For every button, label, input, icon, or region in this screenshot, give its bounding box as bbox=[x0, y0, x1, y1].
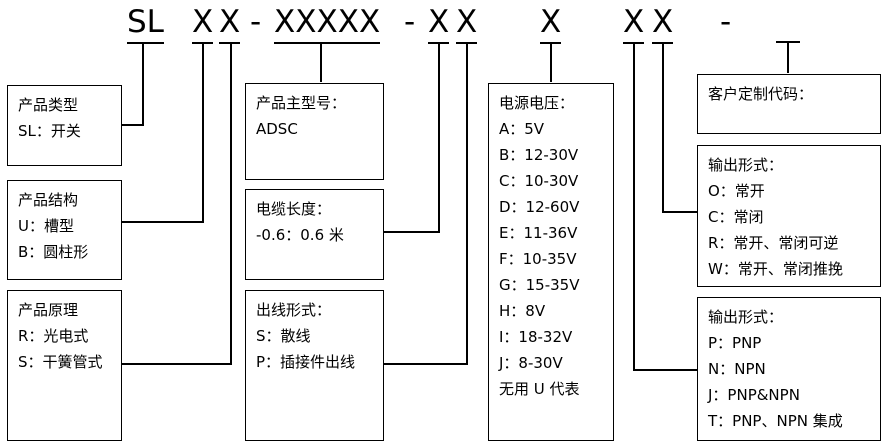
power-voltage-line-3: C：10-30V bbox=[499, 172, 579, 190]
wiring-line-2: P：插接件出线 bbox=[256, 353, 356, 371]
power-voltage-line-8: H：8V bbox=[499, 302, 546, 320]
code-sl: SL bbox=[127, 2, 164, 44]
output-form-1-line-4: W：常开、常闭推挽 bbox=[708, 260, 843, 278]
product-structure-line-1: U：槽型 bbox=[18, 217, 74, 235]
connector-product-structure bbox=[121, 43, 204, 223]
box-output-form-1: 输出形式： O：常开 C：常闭 R：常开、常闭可逆 W：常开、常闭推挽 bbox=[697, 145, 881, 287]
power-voltage-line-5: E：11-36V bbox=[499, 224, 578, 242]
connector-product-type bbox=[121, 43, 144, 126]
power-voltage-line-10: J：8-30V bbox=[499, 354, 563, 372]
product-type-title: 产品类型 bbox=[18, 96, 79, 114]
connector-output-form-1 bbox=[662, 43, 697, 213]
main-model-title: 产品主型号： bbox=[256, 94, 347, 112]
code-dash-2: - bbox=[404, 4, 416, 40]
cable-length-title: 电缆长度： bbox=[256, 200, 332, 218]
code-x-principle: X bbox=[219, 2, 241, 44]
output-form-2-line-4: T：PNP、NPN 集成 bbox=[708, 412, 843, 430]
power-voltage-line-2: B：12-30V bbox=[499, 146, 579, 164]
connector-output-form-2 bbox=[633, 43, 697, 371]
power-voltage-title: 电源电压： bbox=[499, 94, 575, 112]
box-power-voltage: 电源电压： A：5V B：12-30V C：10-30V D：12-60V E：… bbox=[488, 83, 614, 441]
custom-code-title: 客户定制代码： bbox=[708, 85, 814, 103]
power-voltage-line-1: A：5V bbox=[499, 120, 545, 138]
box-product-structure: 产品结构 U：槽型 B：圆柱形 bbox=[7, 180, 122, 280]
box-main-model: 产品主型号： ADSC bbox=[245, 83, 384, 180]
product-principle-title: 产品原理 bbox=[18, 301, 79, 319]
output-form-2-line-3: J：PNP&NPN bbox=[708, 386, 800, 404]
main-model-line-1: ADSC bbox=[256, 120, 298, 138]
product-structure-title: 产品结构 bbox=[18, 191, 79, 209]
power-voltage-line-9: I：18-32V bbox=[499, 328, 573, 346]
power-voltage-line-6: F：10-35V bbox=[499, 250, 577, 268]
power-voltage-line-4: D：12-60V bbox=[499, 198, 580, 216]
code-dash-3: - bbox=[720, 4, 732, 40]
box-wiring: 出线形式： S：散线 P：插接件出线 bbox=[245, 290, 384, 441]
output-form-2-line-1: P：PNP bbox=[708, 334, 762, 352]
product-principle-line-1: R：光电式 bbox=[18, 327, 89, 345]
box-cable-length: 电缆长度： -0.6：0.6 米 bbox=[245, 189, 384, 280]
product-structure-line-2: B：圆柱形 bbox=[18, 243, 89, 261]
power-voltage-line-11: 无用 U 代表 bbox=[499, 380, 580, 398]
box-custom-code: 客户定制代码： bbox=[697, 74, 881, 134]
output-form-1-line-1: O：常开 bbox=[708, 182, 765, 200]
product-principle-line-2: S：干簧管式 bbox=[18, 353, 103, 371]
code-dash-1: - bbox=[250, 4, 262, 40]
output-form-1-line-2: C：常闭 bbox=[708, 208, 764, 226]
connector-cable-length bbox=[383, 43, 440, 233]
output-form-2-title: 输出形式： bbox=[708, 308, 784, 326]
box-product-type: 产品类型 SL：开关 bbox=[7, 85, 122, 166]
connector-product-principle bbox=[121, 43, 232, 365]
connector-wiring bbox=[383, 43, 468, 365]
box-product-principle: 产品原理 R：光电式 S：干簧管式 bbox=[7, 290, 122, 441]
code-main-model: XXXXX bbox=[274, 2, 381, 44]
wiring-title: 出线形式： bbox=[256, 301, 332, 319]
wiring-line-1: S：散线 bbox=[256, 327, 311, 345]
output-form-1-title: 输出形式： bbox=[708, 156, 784, 174]
power-voltage-line-7: G：15-35V bbox=[499, 276, 580, 294]
output-form-2-line-2: N：NPN bbox=[708, 360, 766, 378]
cable-length-line-1: -0.6：0.6 米 bbox=[256, 226, 344, 244]
product-type-line-1: SL：开关 bbox=[18, 122, 81, 140]
output-form-1-line-3: R：常开、常闭可逆 bbox=[708, 234, 839, 252]
box-output-form-2: 输出形式： P：PNP N：NPN J：PNP&NPN T：PNP、NPN 集成 bbox=[697, 297, 881, 441]
